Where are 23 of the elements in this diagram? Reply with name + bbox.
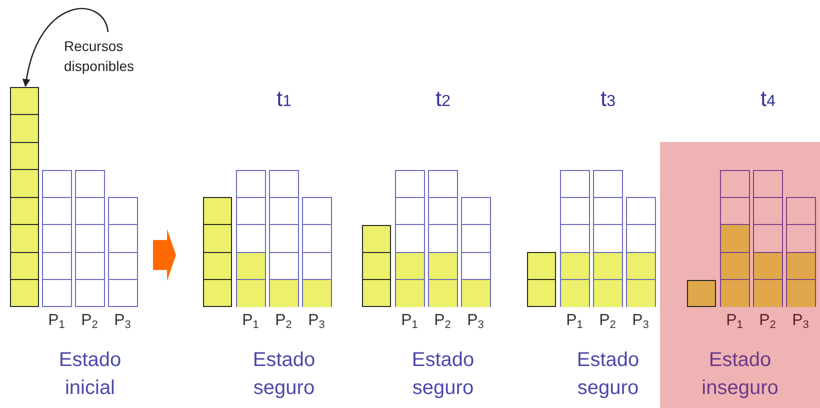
process-label: P$_{2}$ [80,312,99,331]
process-label: P$_{3}$ [113,312,132,331]
state-label: Estado seguro [576,348,640,401]
state-label: Estado inicial [58,348,122,401]
process-label: P$_{1}$ [241,312,260,331]
state-label: Estado seguro [252,348,316,401]
state-label: Estado seguro [410,348,476,401]
process-label: P$_{2}$ [598,312,617,331]
process-label: P$_{3}$ [466,312,485,331]
process-label: P$_{1}$ [725,312,744,331]
process-label: P$_{2}$ [274,312,293,331]
process-label: P$_{1}$ [565,312,584,331]
process-label: P$_{2}$ [433,312,452,331]
process-label: P$_{2}$ [758,312,777,331]
process-label: P$_{3}$ [631,312,650,331]
process-label: P$_{3}$ [791,312,810,331]
process-label: P$_{3}$ [307,312,326,331]
resource-column [10,87,39,307]
state-label: Estado inseguro [700,348,780,401]
callout-text: Recursos disponibles [64,36,164,76]
process-label: P$_{1}$ [400,312,419,331]
process-label: P$_{1}$ [47,312,66,331]
leader-line [22,8,109,87]
